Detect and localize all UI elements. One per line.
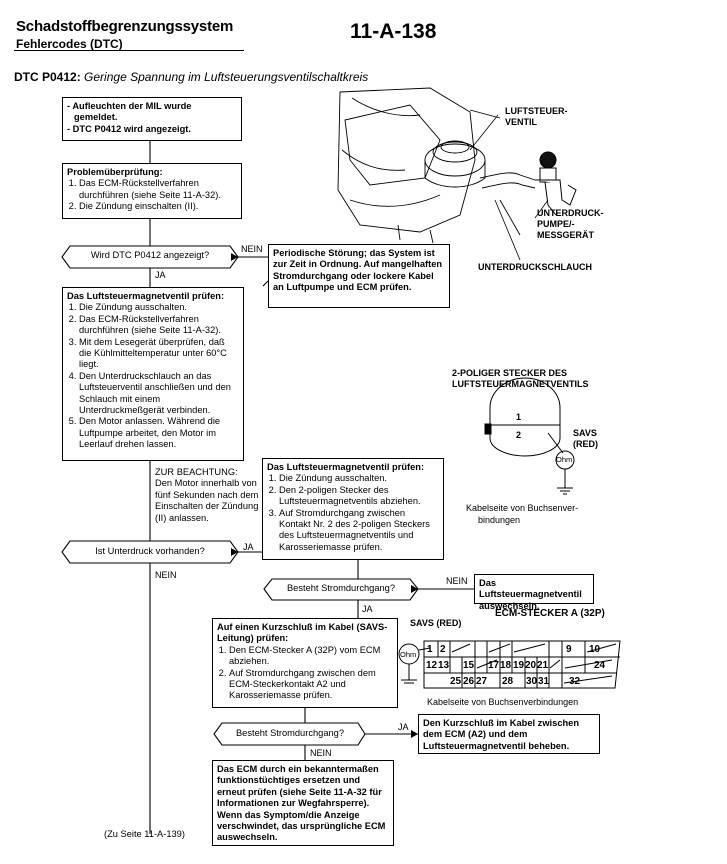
dtc-description: Geringe Spannung im Luftsteuerungsventil…	[84, 70, 369, 84]
short-check-step-1: Den ECM-Stecker A (32P) vom ECM abziehen…	[229, 645, 393, 668]
start-line-1: - Aufleuchten der MIL wurde	[67, 101, 192, 111]
ecm-pin: 26	[463, 676, 475, 687]
note-block: ZUR BEACHTUNG: Den Motor innerhalb von f…	[155, 467, 260, 524]
ecm-caption: Kabelseite von Buchsenverbindungen	[427, 697, 579, 707]
decision3-yes-label: JA	[362, 604, 373, 614]
ecm-pin: 32	[569, 676, 581, 687]
vacuum-pump-icon	[535, 151, 577, 216]
short-check-title: Auf einen Kurzschluß im Kabel (SAVS-Leit…	[217, 622, 388, 644]
problem-step-2: Die Zündung einschalten (II).	[79, 201, 237, 212]
ecm-pin: 28	[502, 676, 514, 687]
connector-title-line1: 2-POLIGER STECKER DES	[452, 368, 568, 378]
hose-label: UNTERDRUCKSCHLAUCH	[478, 262, 592, 272]
decision2-no-label: NEIN	[155, 570, 177, 580]
ecm-pin: 1	[427, 644, 433, 655]
ecm-pin: 9	[566, 644, 572, 655]
decision4-no-label: NEIN	[310, 748, 332, 758]
pump-label-line2: PUMPE/-	[537, 219, 575, 229]
connector-pin-1: 1	[516, 412, 522, 422]
decision-continuity-1: Besteht Stromdurchgang?	[286, 583, 395, 593]
replace-valve-box: Das Luftsteuermagnetventil auswechseln.	[474, 574, 594, 611]
decision4-yes-label: JA	[398, 722, 409, 732]
ecm-connector-title: ECM-STECKER A (32P)	[495, 608, 605, 619]
valve-check-box-2: Das Luftsteuermagnetventil prüfen: Die Z…	[262, 458, 444, 560]
valve-check-1-step-5: Den Motor anlassen. Während die Luftpump…	[79, 416, 239, 450]
decision-continuity-2: Besteht Stromdurchgang?	[235, 728, 344, 738]
ecm-pin: 12	[426, 660, 438, 671]
ecm-pin: 2	[440, 644, 446, 655]
short-check-step-2: Auf Stromdurchgang zwischen dem ECM-Stec…	[229, 668, 393, 702]
section-subtitle: Fehlercodes (DTC)	[16, 37, 123, 51]
valve-check-1-step-3: Mit dem Lesegerät überprüfen, daß die Kü…	[79, 337, 239, 371]
decision-vacuum-present: Ist Unterdruck vorhanden?	[95, 546, 205, 556]
note-title: ZUR BEACHTUNG:	[155, 467, 238, 477]
savs-color-label: (RED)	[573, 439, 598, 449]
valve-label-line1: LUFTSTEUER-	[505, 106, 568, 116]
start-box: - Aufleuchten der MIL wurde gemeldet. - …	[62, 97, 242, 141]
decision2-yes-label: JA	[243, 542, 254, 552]
valve-label-line2: VENTIL	[505, 117, 538, 127]
valve-check-1-step-2: Das ECM-Rückstellverfahren durchführen (…	[79, 314, 239, 337]
pump-label-line3: MESSGERÄT	[537, 230, 595, 240]
decision1-no-label: NEIN	[241, 244, 263, 254]
replace-ecm-box: Das ECM durch ein bekanntermaßen funktio…	[212, 760, 394, 846]
ohm-meter-label-1: Ohm	[556, 455, 573, 464]
ecm-pin: 19	[513, 660, 525, 671]
decision-dtc-shown: Wird DTC P0412 angezeigt?	[90, 250, 210, 260]
header-rule	[14, 50, 244, 51]
connector-caption-line1: Kabelseite von Buchsenver-	[466, 503, 579, 513]
ecm-pin: 31	[538, 676, 550, 687]
connector-pin-2: 2	[516, 430, 522, 440]
connector-title-line2: LUFTSTEUERMAGNETVENTILS	[452, 379, 589, 389]
ecm-pin: 20	[525, 660, 537, 671]
valve-check-2-step-3: Auf Stromdurchgang zwischen Kontakt Nr. …	[279, 508, 439, 554]
valve-check-1-title: Das Luftsteuermagnetventil prüfen:	[67, 291, 225, 301]
section-title: Schadstoffbegrenzungssystem	[16, 18, 234, 35]
savs-label: SAVS	[573, 428, 597, 438]
ecm-pin: 30	[526, 676, 538, 687]
note-text: Den Motor innerhalb von fünf Sekunden na…	[155, 478, 259, 523]
ecm-pin: 18	[500, 660, 512, 671]
valve-check-2-title: Das Luftsteuermagnetventil prüfen:	[267, 462, 425, 472]
ecm-pin: 21	[537, 660, 549, 671]
ecm-pin: 13	[438, 660, 450, 671]
valve-check-2-step-2: Den 2-poligen Stecker des Luftsteuermagn…	[279, 485, 439, 508]
ecm-connector-drawing	[398, 640, 621, 689]
dtc-code: DTC P0412:	[14, 70, 81, 84]
page-number: 11-A-138	[350, 20, 437, 43]
ecm-pin: 27	[476, 676, 488, 687]
valve-check-1-step-4: Den Unterdruckschlauch an das Luftsteuer…	[79, 371, 239, 417]
ecm-pin: 24	[594, 660, 606, 671]
connector-caption-line2: bindungen	[478, 515, 521, 525]
decision1-yes-label: JA	[155, 270, 166, 280]
repair-short-box: Den Kurzschluß im Kabel zwischen dem ECM…	[418, 714, 600, 754]
dtc-heading: DTC P0412: Geringe Spannung im Luftsteue…	[14, 70, 368, 84]
short-check-box: Auf einen Kurzschluß im Kabel (SAVS-Leit…	[212, 618, 398, 708]
problem-step-1: Das ECM-Rückstellverfahren durchführen (…	[79, 178, 237, 201]
continue-reference: (Zu Seite 11-A-139)	[104, 829, 185, 839]
ecm-pin: 10	[589, 644, 601, 655]
valve-check-1-step-1: Die Zündung ausschalten.	[79, 302, 239, 313]
problem-check-box: Problemüberprüfung: Das ECM-Rückstellver…	[62, 163, 242, 219]
valve-check-box-1: Das Luftsteuermagnetventil prüfen: Die Z…	[62, 287, 244, 461]
valve-illustration	[337, 87, 536, 244]
pump-label-line1: UNTERDRUCK-	[537, 208, 604, 218]
two-pin-connector-drawing	[484, 377, 575, 495]
problem-check-title: Problemüberprüfung:	[67, 167, 163, 177]
start-line-3: - DTC P0412 wird angezeigt.	[67, 123, 191, 134]
ohm-meter-label-2: Ohm	[400, 650, 417, 659]
intermittent-fault-box: Periodische Störung; das System ist zur …	[268, 244, 450, 308]
valve-check-2-step-1: Die Zündung ausschalten.	[279, 473, 439, 484]
ecm-pin: 17	[488, 660, 500, 671]
ecm-savs-label: SAVS (RED)	[410, 618, 462, 628]
start-line-2: gemeldet.	[74, 112, 118, 123]
decision3-no-label: NEIN	[446, 576, 468, 586]
ecm-pin: 15	[463, 660, 475, 671]
ecm-pin: 25	[450, 676, 462, 687]
